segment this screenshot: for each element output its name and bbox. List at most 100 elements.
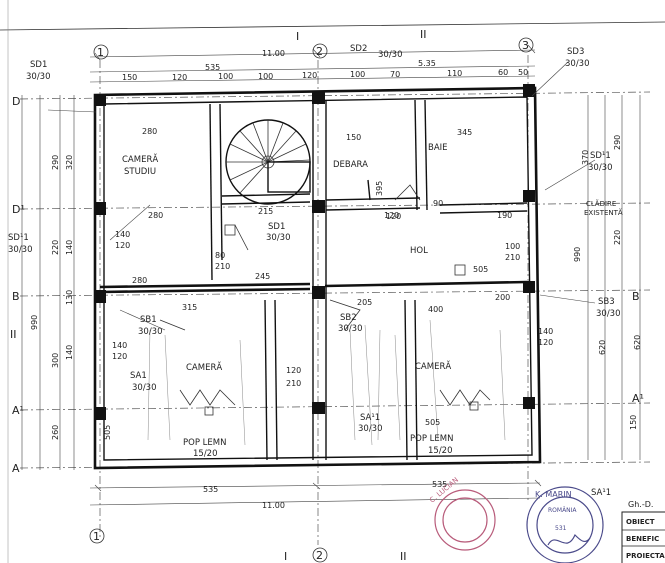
dim-505-left: 505 bbox=[103, 425, 112, 440]
tag-sd3: SD3 bbox=[567, 47, 584, 57]
win-a-1: 140 bbox=[115, 230, 130, 239]
structural-columns bbox=[94, 84, 535, 420]
axis-3-top: 3 bbox=[522, 39, 529, 52]
dim-150: 150 bbox=[346, 133, 361, 142]
dim-right-220: 220 bbox=[613, 230, 622, 245]
win-c-1: 140 bbox=[538, 327, 553, 336]
axis-d-label: D bbox=[12, 95, 20, 108]
axis-bubbles bbox=[89, 37, 534, 563]
dim-280c: 280 bbox=[132, 276, 147, 285]
tag-sd3-size: 30/30 bbox=[565, 59, 590, 69]
spiral-staircase bbox=[225, 119, 311, 205]
axis-a-label: A bbox=[12, 462, 20, 475]
tag-sa1-mid-size: 30/30 bbox=[358, 424, 383, 434]
dim-400: 400 bbox=[428, 305, 443, 314]
title-row-benefic: BENEFIC bbox=[626, 535, 659, 543]
door-swings bbox=[159, 184, 491, 416]
dimension-texts: 11.00 535 5.35 150 120 100 100 120 100 7… bbox=[30, 49, 642, 510]
room-debara: DEBARA bbox=[333, 160, 368, 170]
axis-a1-label: A¹ bbox=[12, 404, 24, 417]
dim-215: 215 bbox=[258, 207, 273, 216]
dim-top-2: 100 bbox=[218, 72, 233, 81]
title-corner: Gh.-D. bbox=[628, 500, 653, 509]
dim-top-1: 120 bbox=[172, 73, 187, 82]
dim-right-620a: 620 bbox=[598, 340, 607, 355]
tag-sb1: SB1 bbox=[140, 315, 157, 325]
dimension-lines bbox=[21, 49, 641, 506]
door-cam-2: 210 bbox=[286, 379, 301, 388]
tag-sb3: SB3 bbox=[598, 297, 615, 307]
axis-1-bottom: 1 bbox=[93, 530, 100, 543]
dim-345: 345 bbox=[457, 128, 472, 137]
dim-top-7: 110 bbox=[447, 69, 462, 78]
section-i-bottom: I bbox=[284, 550, 287, 563]
dim-right-990: 990 bbox=[573, 247, 582, 262]
room-labels: CAMERĂ STUDIU DEBARA BAIE HOL CAMERĂ CAM… bbox=[122, 143, 623, 459]
section-ii-top: II bbox=[420, 28, 427, 41]
room-baie: BAIE bbox=[428, 143, 448, 153]
dim-right-370: 370 bbox=[581, 150, 590, 165]
tag-sd1-mid: SD1 bbox=[268, 222, 285, 232]
door-studiu-2: 210 bbox=[215, 262, 230, 271]
paper-edge-top bbox=[0, 21, 665, 31]
axis-b-label: B bbox=[12, 290, 20, 303]
dim-395: 395 bbox=[375, 181, 384, 196]
interior-walls bbox=[99, 99, 528, 461]
door-studiu-1: 80 bbox=[215, 251, 225, 260]
dim-left-140: 140 bbox=[65, 240, 74, 255]
stamp-right-number: 531 bbox=[555, 525, 567, 532]
dim-280a: 280 bbox=[142, 127, 157, 136]
tag-sd1p: SD¹1 bbox=[590, 151, 611, 161]
tag-sd1-size: 30/30 bbox=[26, 72, 51, 82]
dim-left-290: 290 bbox=[51, 155, 60, 170]
tag-sa1-mid: SA¹1 bbox=[360, 413, 380, 423]
tag-sd1p-left-size: 30/30 bbox=[8, 245, 33, 255]
tag-sd1p-size: 30/30 bbox=[588, 163, 613, 173]
door-baie-2: 120 bbox=[384, 211, 399, 220]
dim-120: 120 bbox=[386, 212, 401, 221]
door-hol-2: 210 bbox=[505, 253, 520, 262]
axis-2-bottom: 2 bbox=[316, 549, 323, 562]
tag-sd1-mid-size: 30/30 bbox=[266, 233, 291, 243]
dim-top-9: 50 bbox=[518, 68, 528, 77]
dimension-ticks bbox=[94, 44, 542, 492]
dim-top-8: 60 bbox=[498, 68, 508, 77]
exterior-walls bbox=[93, 86, 542, 470]
room-camera-studiu-1: CAMERĂ bbox=[122, 153, 158, 165]
axis-1-top: 1 bbox=[97, 46, 104, 59]
dim-280b: 280 bbox=[148, 211, 163, 220]
tag-sb1-size: 30/30 bbox=[138, 327, 163, 337]
dim-505a: 505 bbox=[473, 265, 488, 274]
dim-190: 190 bbox=[497, 211, 512, 220]
dim-315: 315 bbox=[182, 303, 197, 312]
dim-top-3: 100 bbox=[258, 72, 273, 81]
dim-top-0: 150 bbox=[122, 73, 137, 82]
tag-sd2: SD2 bbox=[350, 44, 367, 54]
dim-top-565: 5.35 bbox=[418, 59, 436, 68]
dim-bottom-535b: 535 bbox=[432, 480, 447, 489]
dim-505b: 505 bbox=[425, 418, 440, 427]
title-row-proiecta: PROIECTA bbox=[626, 552, 665, 560]
tag-sd1p-left: SD¹1 bbox=[8, 233, 29, 243]
dim-bottom-total: 11.00 bbox=[262, 501, 285, 510]
dim-245: 245 bbox=[255, 272, 270, 281]
cladire-existenta-2: EXISTENTĂ bbox=[584, 208, 623, 217]
axis-ii-label: II bbox=[10, 328, 17, 341]
tag-sb2-size: 30/30 bbox=[338, 324, 363, 334]
dim-right-620b: 620 bbox=[633, 335, 642, 350]
axis-labels: 1 2 3 1 2 D D¹ B II A¹ A B A¹ I II I II bbox=[10, 28, 644, 563]
dim-left-260: 260 bbox=[51, 425, 60, 440]
tag-sb3-size: 30/30 bbox=[596, 309, 621, 319]
door-cam-1: 120 bbox=[286, 366, 301, 375]
cladire-existenta-1: CLĂDIRE bbox=[586, 199, 616, 208]
win-b-1: 140 bbox=[112, 341, 127, 350]
axis-d1-label: D¹ bbox=[12, 203, 25, 216]
room-camera-studiu-2: STUDIU bbox=[124, 167, 156, 177]
win-b-2: 120 bbox=[112, 352, 127, 361]
dim-top-535: 535 bbox=[205, 63, 220, 72]
tag-sa1-bottom: SA¹1 bbox=[591, 488, 611, 498]
dim-top-6: 70 bbox=[390, 70, 400, 79]
pencil-hatching bbox=[147, 319, 506, 446]
pop-lemn-left-1: POP LEMN bbox=[183, 438, 226, 448]
dim-left-130: 130 bbox=[65, 290, 74, 305]
